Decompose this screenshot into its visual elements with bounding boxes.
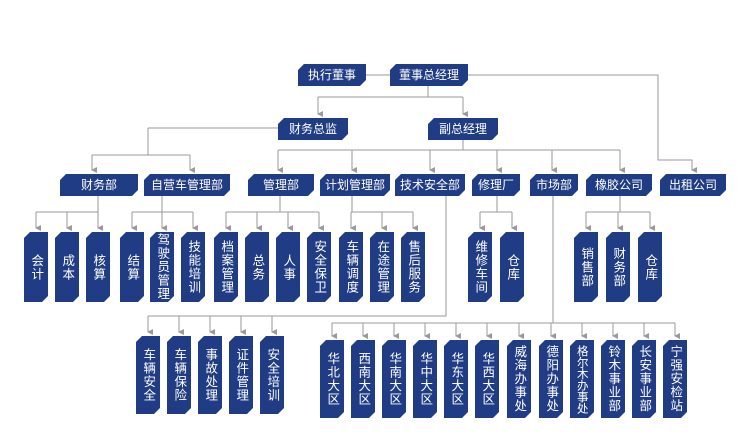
node-ningqiang-station: 宁强安检站 bbox=[663, 340, 687, 418]
node-south-china: 华南大区 bbox=[382, 340, 406, 418]
node-lingmu-division: 铃木事业部 bbox=[601, 340, 625, 418]
node-accounting: 会计 bbox=[24, 232, 48, 302]
node-finance-director: 财务总监 bbox=[278, 118, 348, 140]
node-vehicle-dispatch: 车辆调度 bbox=[339, 232, 363, 302]
node-deputy-gm: 副总经理 bbox=[428, 118, 498, 140]
node-northwest: 华西大区 bbox=[475, 340, 499, 418]
node-fleet-dept: 自营车管理部 bbox=[144, 174, 230, 196]
node-settlement: 结算 bbox=[120, 232, 144, 302]
node-after-sales: 售后服务 bbox=[401, 232, 425, 302]
node-safety-training: 安全培训 bbox=[260, 336, 284, 414]
node-rubber-finance-dept: 财务部 bbox=[606, 232, 630, 302]
node-general-affairs: 总务 bbox=[245, 232, 269, 302]
node-certificate-mgmt: 证件管理 bbox=[229, 336, 253, 414]
node-tech-safety-dept: 技术安全部 bbox=[395, 174, 465, 196]
node-planning-dept: 计划管理部 bbox=[320, 174, 390, 196]
node-deyang-office: 德阳办事处 bbox=[539, 340, 563, 418]
node-finance-dept: 财务部 bbox=[60, 174, 138, 196]
node-repair-plant: 修理厂 bbox=[472, 174, 520, 196]
node-changan-division: 长安事业部 bbox=[632, 340, 656, 418]
node-southwest: 西南大区 bbox=[351, 340, 375, 418]
node-audit-calc: 核算 bbox=[86, 232, 110, 302]
node-archives-mgmt: 档案管理 bbox=[214, 232, 238, 302]
node-vehicle-safety: 车辆安全 bbox=[136, 336, 160, 414]
node-rubber-company: 橡胶公司 bbox=[586, 174, 652, 196]
node-warehouse-repair: 仓库 bbox=[500, 232, 524, 302]
node-golmud-office: 格尔木办事处 bbox=[570, 340, 594, 418]
node-central-china: 华中大区 bbox=[413, 340, 437, 418]
node-security: 安全保卫 bbox=[307, 232, 331, 302]
node-north-china: 华北大区 bbox=[320, 340, 344, 418]
node-general-manager: 董事总经理 bbox=[390, 64, 468, 86]
node-weihai-office: 威海办事处 bbox=[507, 340, 531, 418]
node-cost: 成本 bbox=[55, 232, 79, 302]
connector bbox=[148, 196, 447, 317]
node-executive-director: 执行董事 bbox=[298, 64, 366, 86]
node-east-china: 华东大区 bbox=[444, 340, 468, 418]
node-personnel: 人事 bbox=[276, 232, 300, 302]
node-market-dept: 市场部 bbox=[530, 174, 578, 196]
node-in-transit-mgmt: 在途管理 bbox=[370, 232, 394, 302]
connector bbox=[468, 74, 697, 173]
node-taxi-company: 出租公司 bbox=[660, 174, 726, 196]
node-skill-training: 技能培训 bbox=[181, 232, 205, 302]
node-sales-dept: 销售部 bbox=[574, 232, 598, 302]
node-repair-workshop: 维修车间 bbox=[468, 232, 492, 302]
node-vehicle-insurance: 车辆保险 bbox=[167, 336, 191, 414]
node-accident-handling: 事故处理 bbox=[198, 336, 222, 414]
node-admin-dept: 管理部 bbox=[248, 174, 314, 196]
node-driver-mgmt: 驾驶员管理 bbox=[150, 232, 174, 302]
node-warehouse-rubber: 仓库 bbox=[638, 232, 662, 302]
